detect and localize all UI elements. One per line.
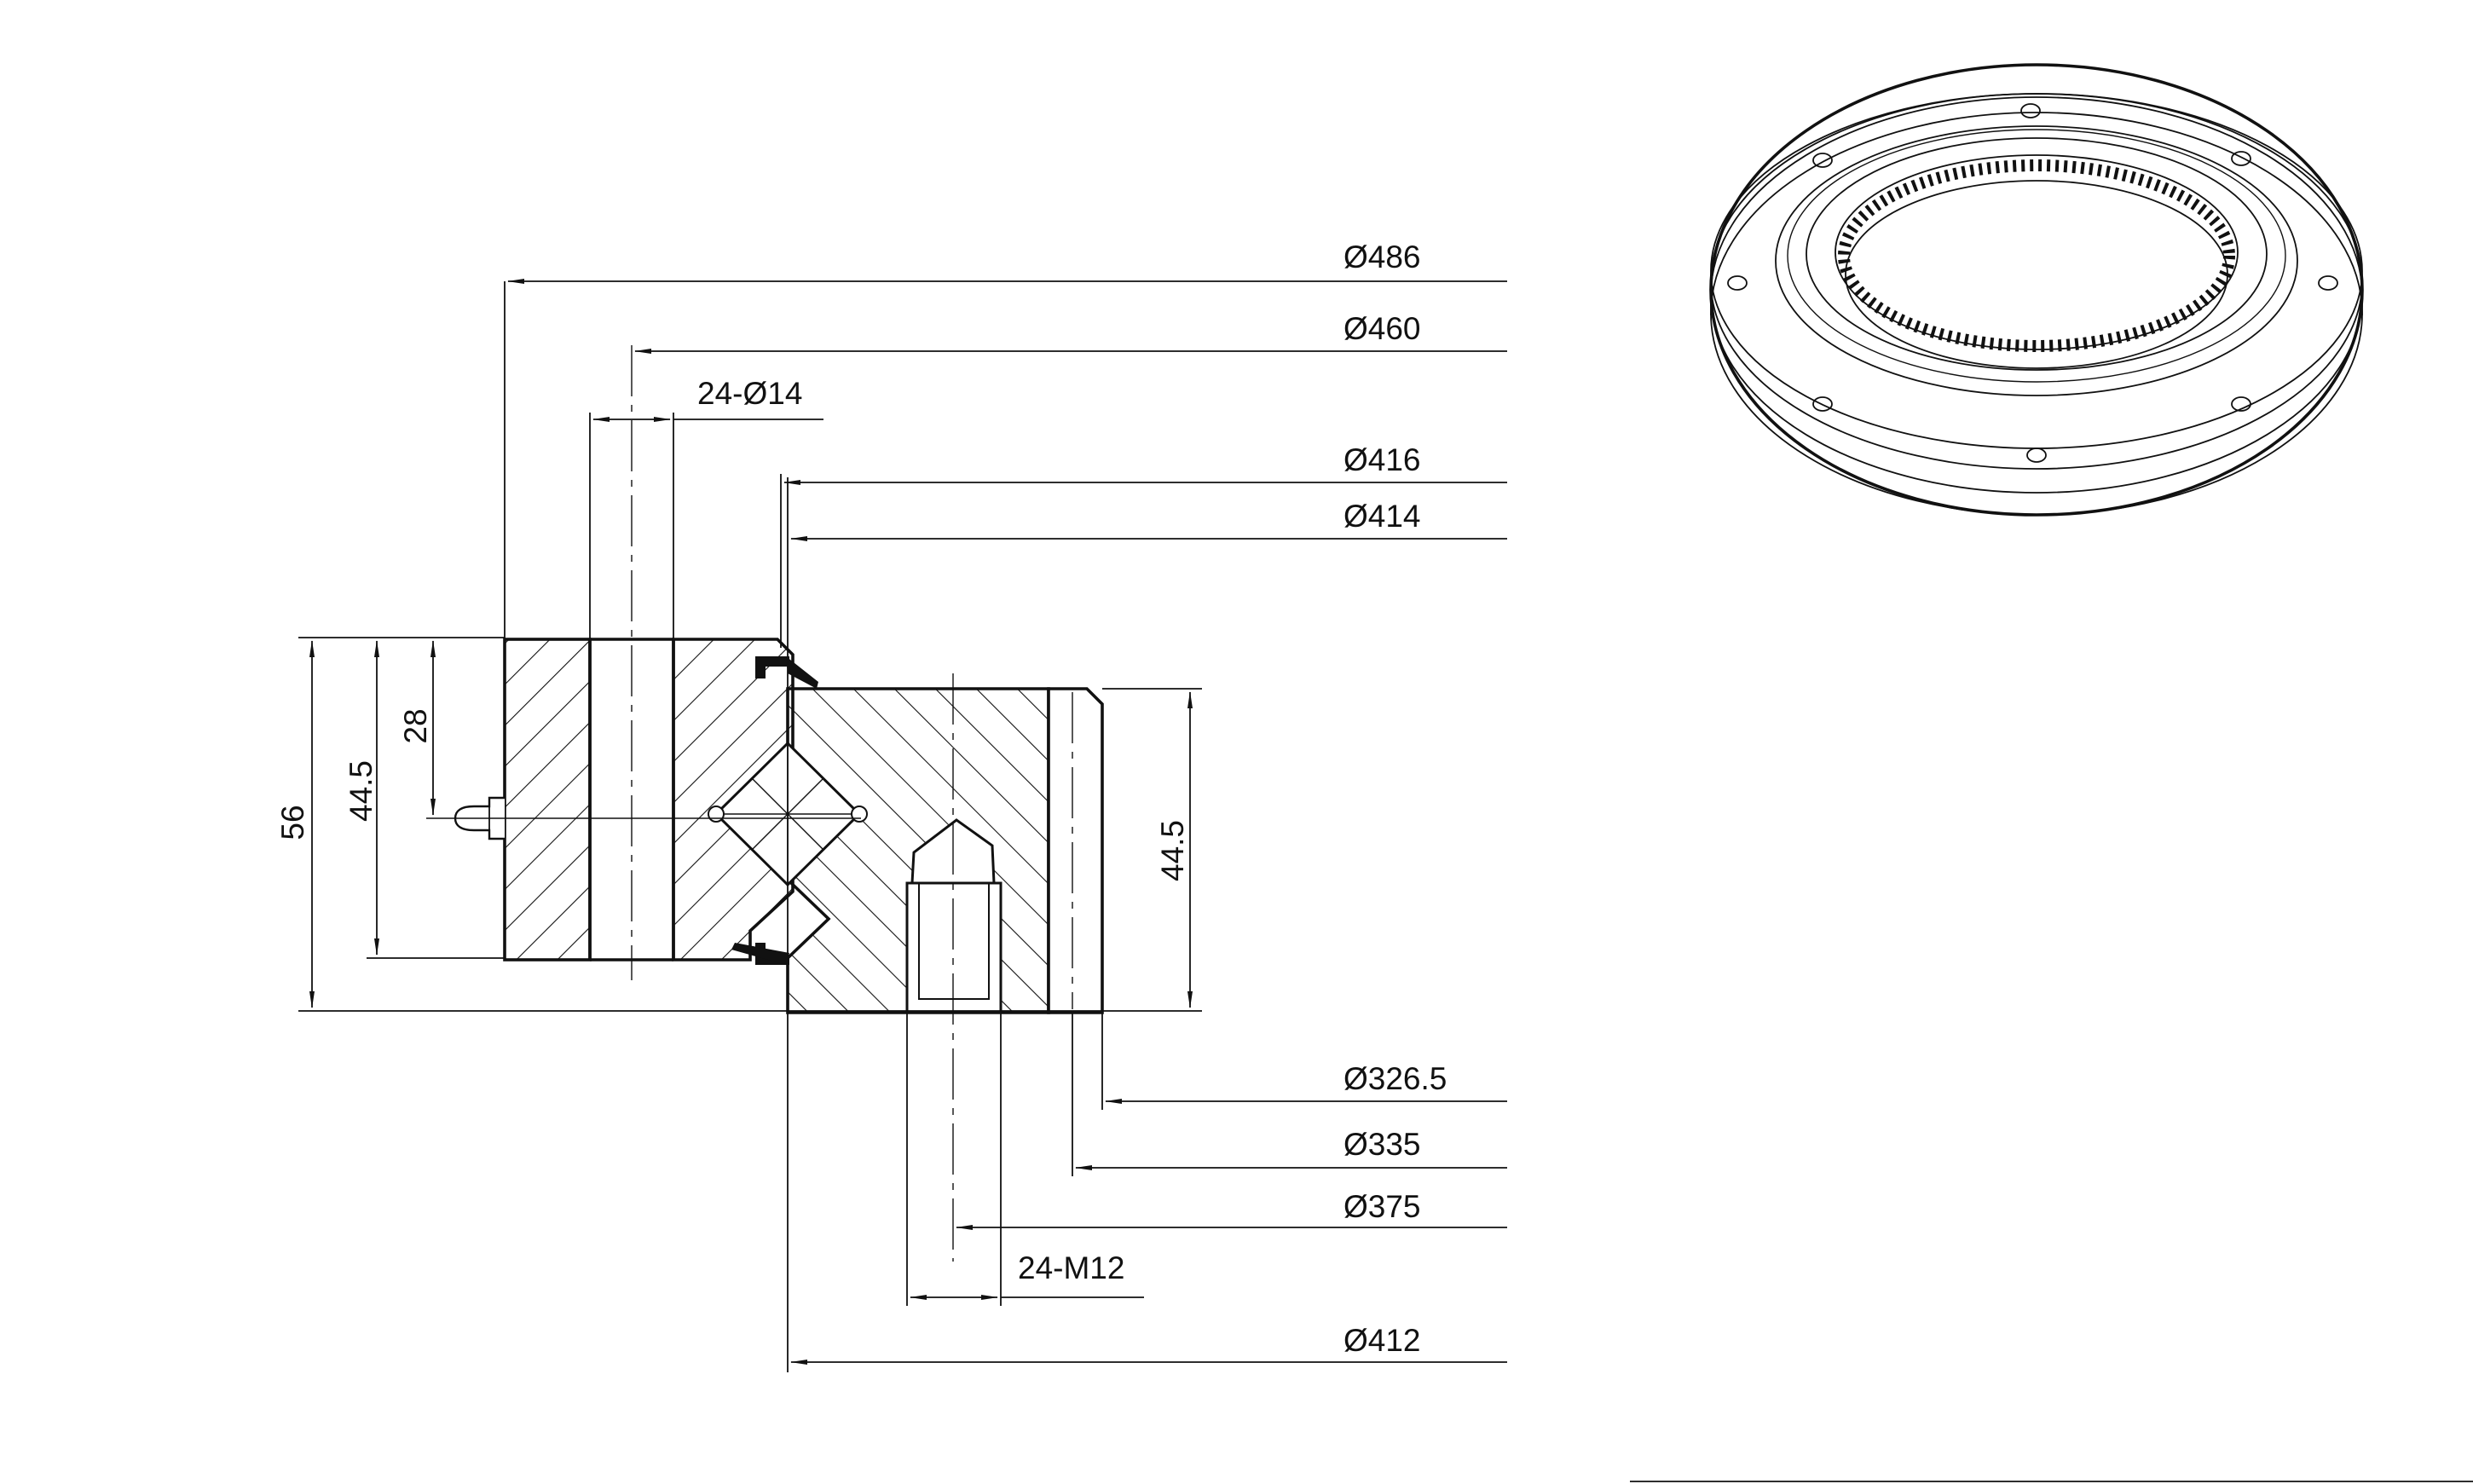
- dim-d460-label: Ø460: [1343, 311, 1421, 346]
- dim-d335-label: Ø335: [1343, 1127, 1421, 1162]
- dim-d416-label: Ø416: [1343, 442, 1421, 477]
- dim-d375: Ø375: [956, 1189, 1507, 1230]
- section-view: Ø486 Ø460 24-Ø14 Ø416 Ø414 Ø326.5: [275, 240, 1507, 1372]
- inner-ring-section: [786, 673, 1104, 1262]
- dim-mount-holes-label: 24-Ø14: [697, 376, 802, 411]
- dim-height-lube: 28: [398, 640, 436, 816]
- outer-ring-section: [503, 345, 794, 980]
- isometric-mount-holes: [1727, 103, 2338, 463]
- dim-height-inner: 44.5: [1102, 688, 1202, 1008]
- dim-d412: Ø412: [790, 1323, 1507, 1365]
- dim-height-inner-label: 44.5: [1155, 820, 1190, 881]
- dim-height-total: 56: [275, 637, 1202, 1012]
- dim-d326-5: Ø326.5: [1101, 1013, 1507, 1110]
- dim-height-lube-label: 28: [398, 708, 433, 743]
- dim-d326-5-label: Ø326.5: [1343, 1061, 1447, 1096]
- isometric-view: [1709, 63, 2364, 517]
- dim-height-outer-label: 44.5: [344, 760, 378, 822]
- dim-d412-label: Ø412: [1343, 1323, 1421, 1358]
- dim-thread-holes: 24-M12: [906, 1013, 1144, 1306]
- dim-d416: Ø416: [780, 442, 1507, 648]
- grease-nipple: [426, 796, 861, 840]
- dim-height-total-label: 56: [275, 805, 310, 840]
- dim-d486-label: Ø486: [1343, 240, 1421, 274]
- dim-d375-label: Ø375: [1343, 1189, 1421, 1224]
- dim-height-outer: 44.5: [344, 640, 505, 959]
- dim-mount-holes: 24-Ø14: [589, 376, 823, 639]
- dim-d414: Ø414: [790, 499, 1507, 541]
- dim-d414-label: Ø414: [1343, 499, 1421, 534]
- seals: [731, 656, 818, 965]
- dim-thread-holes-label: 24-M12: [1018, 1250, 1124, 1285]
- dim-d486: Ø486: [504, 240, 1507, 639]
- dim-d335: Ø335: [1072, 1013, 1507, 1176]
- dim-d460: Ø460: [634, 311, 1507, 354]
